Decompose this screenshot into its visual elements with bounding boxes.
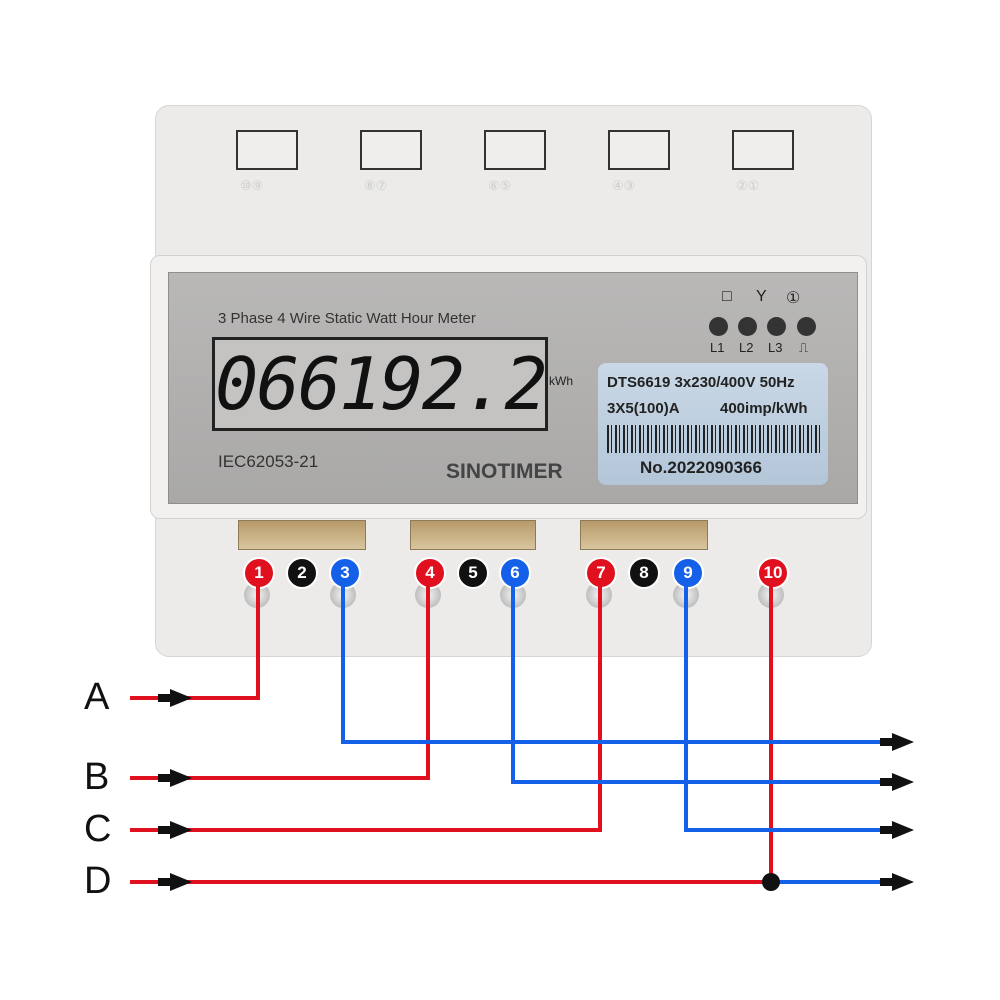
input-arrow-icon bbox=[170, 873, 192, 891]
brand-label: SINOTIMER bbox=[446, 460, 563, 483]
led-label: L2 bbox=[739, 340, 754, 355]
led-pulse bbox=[797, 317, 816, 336]
output-arrow-icon bbox=[892, 773, 914, 791]
terminal-strip bbox=[410, 520, 536, 550]
terminal-number-2: 2 bbox=[286, 557, 318, 589]
led-l2 bbox=[738, 317, 757, 336]
terminal-window bbox=[732, 130, 794, 170]
terminal-number-3: 3 bbox=[329, 557, 361, 589]
terminal-window bbox=[360, 130, 422, 170]
barcode bbox=[607, 425, 821, 453]
input-wire-b bbox=[130, 585, 430, 780]
output-wire-9 bbox=[684, 585, 900, 832]
input-wire-c bbox=[130, 585, 602, 832]
three-phase-icon: Y bbox=[756, 288, 767, 305]
output-arrow-icon bbox=[880, 878, 894, 886]
meter-title: 3 Phase 4 Wire Static Watt Hour Meter bbox=[218, 310, 476, 327]
output-arrow-icon bbox=[892, 821, 914, 839]
terminal-number-5: 5 bbox=[457, 557, 489, 589]
standard-label: IEC62053-21 bbox=[218, 452, 319, 471]
phase-d-label: D bbox=[84, 860, 112, 902]
input-arrow-icon bbox=[158, 878, 172, 886]
led-l1 bbox=[709, 317, 728, 336]
double-insulation-icon: □ bbox=[722, 288, 732, 305]
output-arrow-icon bbox=[880, 738, 894, 746]
input-wire-a bbox=[130, 585, 260, 700]
phase-n-label: C bbox=[84, 808, 112, 850]
terminal-pair-label: ⑥⑤ bbox=[488, 178, 512, 193]
terminal-window bbox=[236, 130, 298, 170]
input-arrow-icon bbox=[170, 821, 192, 839]
terminal-window bbox=[484, 130, 546, 170]
terminal-window bbox=[608, 130, 670, 170]
output-wire-6 bbox=[511, 585, 900, 784]
lcd-display: 066192.2 bbox=[212, 337, 548, 431]
terminal-pair-label: ⑧⑦ bbox=[364, 178, 388, 193]
unit-label: kWh bbox=[549, 374, 573, 388]
output-arrow-icon bbox=[880, 826, 894, 834]
phase-a-label: A bbox=[84, 676, 110, 718]
spec-current: 3X5(100)A bbox=[607, 400, 680, 417]
spec-impulse: 400imp/kWh bbox=[720, 400, 808, 417]
output-arrow-icon bbox=[892, 873, 914, 891]
terminal-number-1: 1 bbox=[243, 557, 275, 589]
terminal-strip bbox=[580, 520, 708, 550]
terminal-pair-label: ②① bbox=[736, 178, 760, 193]
serial-number: No.2022090366 bbox=[640, 458, 762, 477]
class-one-icon: ① bbox=[786, 290, 801, 307]
spec-label bbox=[598, 363, 828, 485]
terminal-pair-label: ④③ bbox=[612, 178, 636, 193]
input-arrow-icon bbox=[158, 826, 172, 834]
terminal-number-9: 9 bbox=[672, 557, 704, 589]
terminal-pair-label: ⑩⑨ bbox=[240, 178, 264, 193]
input-arrow-icon bbox=[170, 689, 192, 707]
input-wire-d bbox=[130, 585, 773, 884]
input-arrow-icon bbox=[158, 774, 172, 782]
output-wire-3 bbox=[341, 585, 900, 744]
junction-dot bbox=[762, 873, 780, 891]
led-label: L3 bbox=[768, 340, 783, 355]
phase-b-label: B bbox=[84, 756, 110, 798]
terminal-number-4: 4 bbox=[414, 557, 446, 589]
output-arrow-icon bbox=[880, 778, 894, 786]
spec-line1: DTS6619 3x230/400V 50Hz bbox=[607, 374, 795, 391]
input-arrow-icon bbox=[158, 694, 172, 702]
terminal-number-7: 7 bbox=[585, 557, 617, 589]
led-l3 bbox=[767, 317, 786, 336]
input-arrow-icon bbox=[170, 769, 192, 787]
output-arrow-icon bbox=[892, 733, 914, 751]
terminal-number-8: 8 bbox=[628, 557, 660, 589]
terminal-strip bbox=[238, 520, 366, 550]
led-label: L1 bbox=[710, 340, 725, 355]
pulse-icon: ⎍ bbox=[799, 340, 809, 355]
